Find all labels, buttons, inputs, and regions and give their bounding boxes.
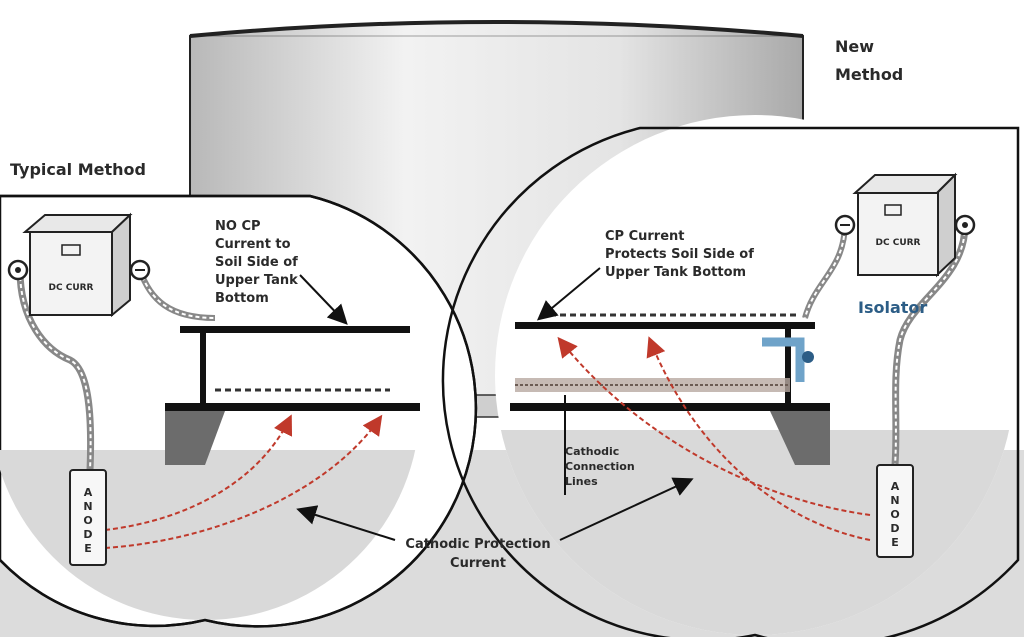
typical-note-line: Soil Side of [215, 255, 298, 270]
anode-letter: O [83, 514, 92, 527]
new-note-line: CP Current [605, 229, 685, 244]
foundation-ring-right [770, 411, 830, 465]
rectifier-box-icon: DC CURR [22, 212, 133, 318]
new-method-label-1: New [835, 37, 874, 56]
rectifier-text: DC CURR [49, 283, 94, 293]
anode-letter: N [83, 500, 92, 513]
cp-lines-label: Lines [565, 475, 598, 488]
lower-tank-bottom-right [510, 403, 830, 411]
anode-letter: O [890, 508, 899, 521]
typical-note-line: Upper Tank [215, 273, 298, 288]
anode-letter: E [84, 542, 92, 555]
anode-letter: D [83, 528, 92, 541]
cp-lines-label: Cathodic [565, 445, 619, 458]
upper-tank-bottom-left [180, 326, 410, 333]
isolator-label: Isolator [858, 298, 927, 317]
cp-current-label: Current [450, 556, 506, 571]
anode-letter: E [891, 536, 899, 549]
anode-letter: N [890, 494, 899, 507]
typical-note-line: Current to [215, 237, 291, 252]
cp-current-arrow [104, 414, 383, 549]
cp-current-arrow [646, 336, 871, 541]
typical-method-label: Typical Method [10, 160, 146, 179]
cp-current-label: Cathodic Protection [405, 537, 550, 552]
new-note-line: Upper Tank Bottom [605, 265, 746, 280]
lower-tank-bottom-left [165, 403, 420, 411]
new-note-line: Protects Soil Side of [605, 247, 754, 262]
anode-letter: A [891, 480, 900, 493]
upper-tank-bottom-right [515, 322, 815, 329]
anode-icon: A N O D E [876, 464, 914, 558]
typical-note-line: Bottom [215, 291, 269, 306]
anode-letter: D [890, 522, 899, 535]
rectifier-box-icon: DC CURR [852, 172, 958, 278]
cp-current-arrow [557, 336, 871, 516]
anode-icon: A N O D E [69, 469, 107, 566]
isolator-icon [762, 337, 805, 382]
anode-letter: A [84, 486, 93, 499]
foundation-ring-left [165, 411, 225, 465]
cp-lines-label: Connection [565, 460, 635, 473]
typical-note-line: NO CP [215, 219, 261, 234]
new-method-label-2: Method [835, 65, 903, 84]
rectifier-text: DC CURR [876, 238, 921, 248]
